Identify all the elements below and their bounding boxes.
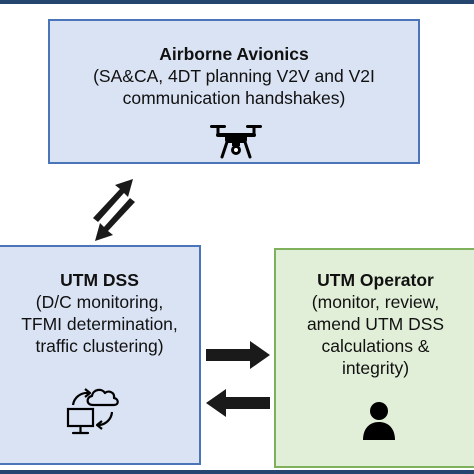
computer-cloud-sync-icon [66,388,119,435]
utm-dss-desc-line-1: (D/C monitoring, [35,292,164,312]
utm-dss-box: UTM DSS (D/C monitoring, TFMI determinat… [0,245,201,465]
utm-operator-box: UTM Operator (monitor, review, amend UTM… [274,248,474,468]
utm-operator-title: UTM Operator [317,270,434,290]
utm-operator-desc-line-3: calculations & [321,336,430,356]
utm-dss-desc-line-2: TFMI determination, [21,314,178,334]
arrow-down-to-dss [95,198,135,241]
airborne-avionics-desc-line-1: (SA&CA, 4DT planning V2V and V2I [93,66,375,86]
airborne-avionics-title: Airborne Avionics [159,44,309,64]
bottom-frame-line [0,470,474,474]
top-frame-line [0,0,474,4]
airborne-avionics-desc-line-2: communication handshakes) [122,88,346,108]
airborne-avionics-box: Airborne Avionics (SA&CA, 4DT planning V… [48,19,420,164]
utm-dss-title: UTM DSS [60,270,139,290]
arrow-up-to-avionics [93,179,133,222]
utm-operator-desc-line-4: integrity) [341,358,410,378]
person-icon [363,402,395,440]
utm-dss-desc-line-3: traffic clustering) [35,336,164,356]
arrow-operator-to-dss [206,389,270,417]
utm-operator-desc-line-2: amend UTM DSS [306,314,445,334]
arrow-dss-to-operator [206,341,270,369]
utm-operator-desc-line-1: (monitor, review, [311,292,440,312]
drone-icon [210,125,262,159]
bidirectional-arrows-avionics-dss [93,179,135,241]
